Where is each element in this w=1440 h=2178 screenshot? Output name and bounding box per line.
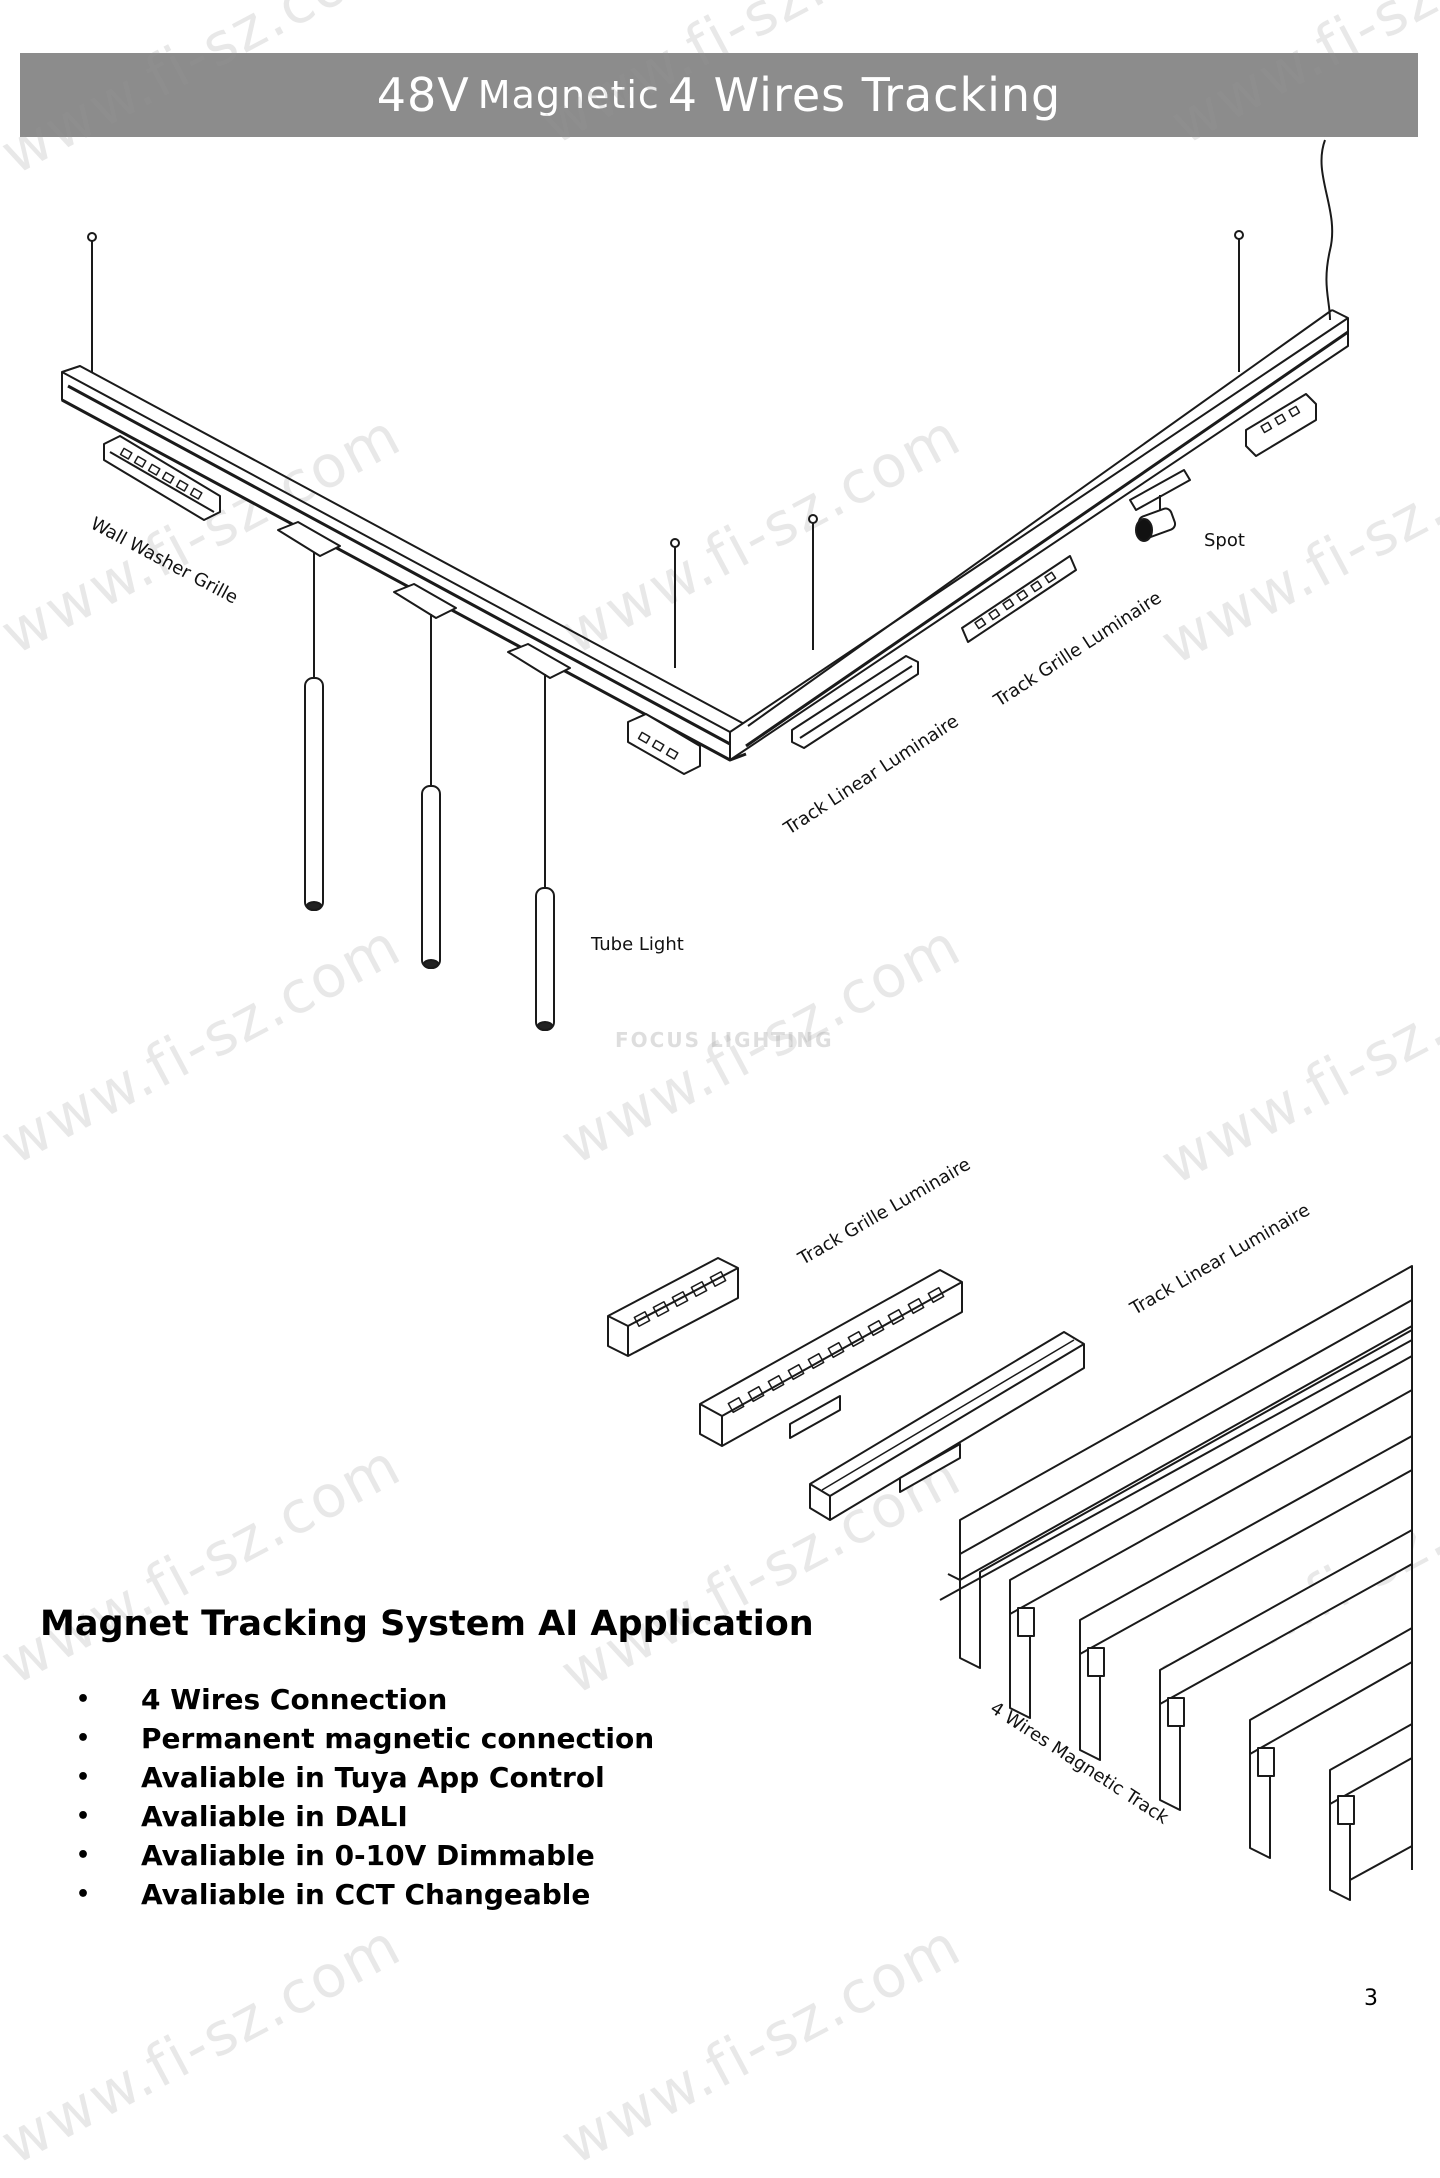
tube-light-1	[277, 521, 341, 911]
page-title-bar: 48V Magnetic 4 Wires Tracking	[20, 53, 1418, 137]
title-magnetic: Magnetic	[477, 73, 660, 117]
list-item: • Avaliable in 0-10V Dimmable	[70, 1836, 654, 1875]
tube-light-2	[393, 583, 457, 969]
feature-text: Avaliable in DALI	[141, 1800, 408, 1833]
label-spot: Spot	[1204, 530, 1245, 551]
bullet: •	[76, 1687, 91, 1712]
power-cable	[1320, 139, 1334, 321]
track-linear-luminaire	[791, 655, 919, 749]
title-voltage: 48V	[376, 68, 470, 122]
feature-text: 4 Wires Connection	[141, 1683, 448, 1716]
list-item: • Avaliable in DALI	[70, 1797, 654, 1836]
page-number: 3	[1364, 1986, 1378, 2011]
feature-list: • 4 Wires Connection • Permanent magnetic …	[70, 1680, 654, 1914]
feature-text: Avaliable in Tuya App Control	[141, 1761, 605, 1794]
list-item: • Permanent magnetic connection	[70, 1719, 654, 1758]
track-right	[729, 309, 1349, 761]
track-system-illustration	[61, 139, 1413, 1901]
list-item: • 4 Wires Connection	[70, 1680, 654, 1719]
bullet: •	[76, 1882, 91, 1907]
bullet: •	[76, 1843, 91, 1868]
linear-module	[809, 1331, 1085, 1521]
magnetic-track-profiles	[939, 1265, 1413, 1901]
corner-grille-luminaire	[627, 713, 701, 775]
section-heading: Magnet Tracking System AI Application	[40, 1604, 814, 1644]
label-tube-light: Tube Light	[591, 934, 684, 955]
feature-text: Avaliable in CCT Changeable	[141, 1878, 591, 1911]
feature-text: Permanent magnetic connection	[141, 1722, 655, 1755]
wall-washer-grille	[103, 435, 221, 521]
bullet: •	[76, 1726, 91, 1751]
suspension-rods	[87, 230, 1244, 668]
feature-text: Avaliable in 0-10V Dimmable	[141, 1839, 595, 1872]
far-right-grille-luminaire	[1245, 393, 1317, 457]
bullet: •	[76, 1765, 91, 1790]
title-wires-tracking: 4 Wires Tracking	[667, 68, 1062, 122]
bullet: •	[76, 1804, 91, 1829]
tube-light-3	[507, 643, 571, 1031]
list-item: • Avaliable in CCT Changeable	[70, 1875, 654, 1914]
list-item: • Avaliable in Tuya App Control	[70, 1758, 654, 1797]
small-grille-module	[607, 1257, 739, 1357]
spot-luminaire	[1129, 469, 1191, 542]
track-grille-luminaire	[961, 555, 1077, 643]
long-grille-module	[699, 1269, 963, 1447]
brand-watermark: FOCUS LIGHTING	[615, 1028, 834, 1052]
